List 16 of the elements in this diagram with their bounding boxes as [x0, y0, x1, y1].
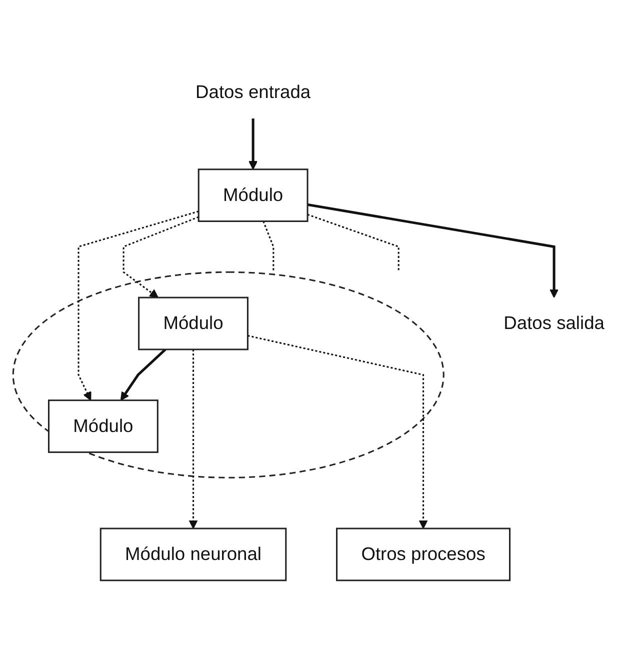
- node-box: Módulo: [138, 296, 248, 350]
- connector: [262, 220, 274, 272]
- arrow: [248, 118, 258, 170]
- node-box: Módulo neuronal: [100, 528, 287, 582]
- node-text: Datos entrada: [196, 82, 311, 102]
- arrow: [248, 334, 428, 529]
- arrow: [120, 348, 166, 401]
- node-text: Datos salida: [504, 312, 604, 334]
- arrow: [78, 210, 199, 401]
- node-box: Módulo: [48, 400, 158, 453]
- arrow: [307, 203, 559, 298]
- arrow: [122, 216, 199, 298]
- node-box: Otros procesos: [336, 528, 511, 582]
- arrow: [188, 349, 198, 529]
- connector: [307, 214, 400, 272]
- node-box: Módulo: [198, 168, 308, 222]
